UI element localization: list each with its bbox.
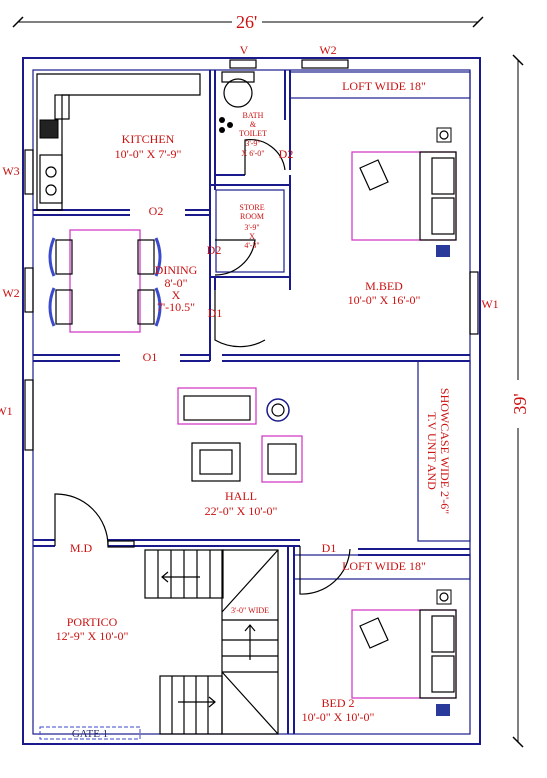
- door-d1-hall-label: D1: [322, 541, 337, 555]
- store-label-3: 3'-9": [244, 223, 259, 232]
- bed2: [351, 589, 457, 716]
- gate: [39, 726, 141, 740]
- hall-label: HALL: [225, 489, 257, 503]
- kitchen-counter: [36, 73, 201, 211]
- length-label: 39': [510, 393, 530, 414]
- bed2-size: 10'-0" X 10'-0": [302, 710, 375, 724]
- bath-label-4: 3'-9": [245, 139, 260, 148]
- kitchen-label: KITCHEN: [122, 132, 175, 146]
- door-d1-dining-label: D1: [208, 306, 223, 320]
- bath-label-5: X 6'-0": [241, 149, 264, 158]
- store-label-5: 4'-3": [244, 241, 259, 250]
- dining-label-2: 8'-0": [164, 276, 187, 290]
- window-w1-right-label: W1: [481, 297, 498, 311]
- doors: [54, 139, 351, 595]
- window-w1-left-label: W1: [0, 404, 13, 418]
- bath-fixtures: [219, 71, 255, 133]
- hall-furniture: [177, 387, 303, 483]
- store-label-1: STORE: [239, 203, 264, 212]
- loft-top-label: LOFT WIDE 18": [342, 79, 426, 93]
- interior-walls: [33, 70, 471, 734]
- main-door-label: M.D: [70, 541, 93, 555]
- master-bed-size: 10'-0" X 16'-0": [348, 293, 421, 307]
- windows: [24, 59, 479, 451]
- window-w3-label: W3: [2, 164, 19, 178]
- master-bed: [351, 127, 457, 257]
- portico-size: 12'-9" X 10'-0": [56, 629, 129, 643]
- opening-o1-label: O1: [143, 350, 158, 364]
- width-label: 26': [236, 12, 257, 32]
- stair-width-label: 3'-0" WIDE: [231, 606, 269, 615]
- dining-label-1: DINING: [155, 263, 198, 277]
- portico-label: PORTICO: [67, 615, 118, 629]
- dining-label-3: X: [172, 288, 181, 302]
- bath-label-3: TOILET: [239, 129, 267, 138]
- master-bed-label: M.BED: [365, 279, 403, 293]
- dining-label-4: 7'-10.5": [157, 300, 195, 314]
- gate-label: GATE 1: [72, 728, 108, 740]
- store-label-4: X: [249, 232, 255, 241]
- bath-label-2: &: [250, 120, 257, 129]
- bed2-label: BED 2: [322, 696, 355, 710]
- door-d2-bath-label: D2: [279, 147, 294, 161]
- tv-unit-label-1: T.V UNIT AND: [425, 412, 439, 490]
- bath-label-1: BATH: [243, 111, 264, 120]
- kitchen-size: 10'-0" X 7'-9": [115, 147, 182, 161]
- window-w2-top-label: W2: [319, 43, 336, 57]
- door-d2-store-label: D2: [207, 243, 222, 257]
- tv-unit-label-2: SHOWCASE WIDE 2'-6": [438, 388, 452, 514]
- window-v-label: V: [240, 43, 249, 57]
- loft-bottom-label: LOFT WIDE 18": [342, 559, 426, 573]
- window-w2-left-label: W2: [2, 286, 19, 300]
- staircase: [144, 549, 279, 735]
- length-dimension: 39': [510, 54, 530, 748]
- width-dimension: 26': [12, 12, 484, 32]
- store-label-2: ROOM: [240, 212, 264, 221]
- hall-size: 22'-0" X 10'-0": [205, 504, 278, 518]
- opening-o2-label: O2: [149, 204, 164, 218]
- dining-set: [48, 229, 162, 333]
